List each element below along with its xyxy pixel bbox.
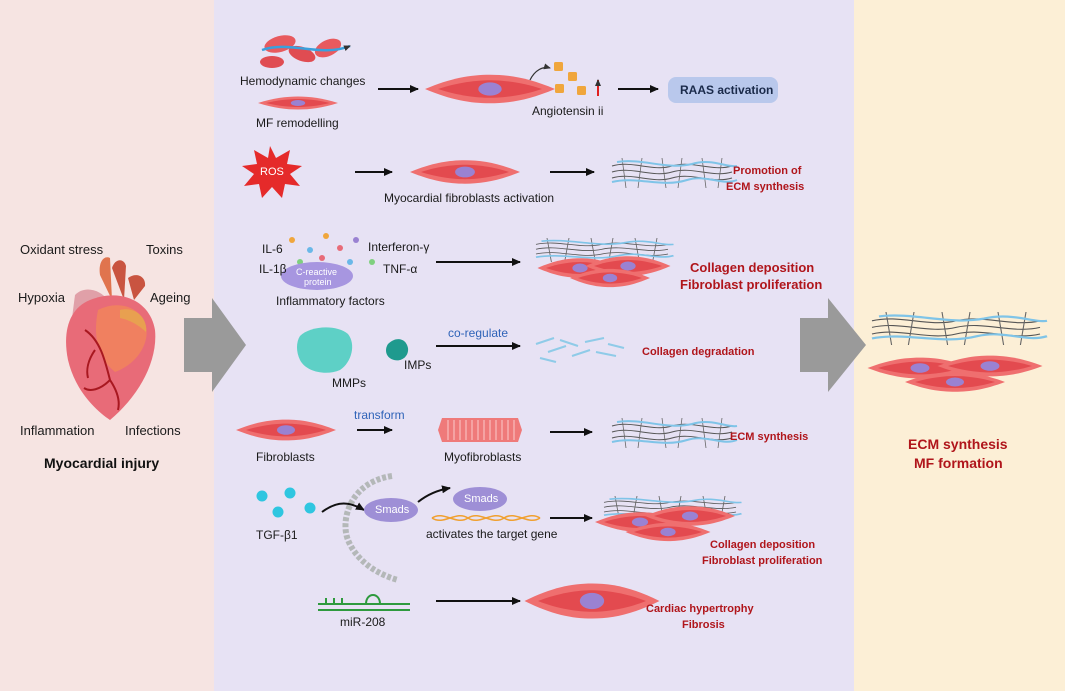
cytokine-dots-icon — [289, 233, 375, 265]
large-arrow-icon — [800, 298, 866, 392]
factor-label: Oxidant stress — [20, 242, 104, 257]
mir208-label: miR-208 — [340, 615, 386, 629]
arrow — [321, 502, 365, 513]
dna-helix-icon — [431, 515, 541, 521]
angiotensin-label: Angiotensin ii — [532, 104, 604, 118]
raas-activation-box — [668, 77, 778, 103]
factor-label: Infections — [125, 423, 181, 438]
il6-label: IL-6 — [262, 242, 283, 256]
fibroblast-proliferation-label-2: Fibroblast proliferation — [702, 555, 823, 567]
inflammatory-factors-label: Inflammatory factors — [276, 294, 385, 308]
angiotensin-molecules-icon — [529, 62, 601, 96]
target-gene-label: activates the target gene — [426, 527, 558, 541]
factor-label: Ageing — [150, 290, 191, 305]
crp-label-1: C-reactive — [296, 267, 338, 277]
ros-burst-icon — [242, 146, 302, 198]
collagen-degradation-label: Collagen degradation — [642, 346, 755, 358]
fibrosis-label: Fibrosis — [682, 619, 725, 631]
il1b-label: IL-1β — [259, 262, 287, 276]
arrow — [417, 485, 451, 503]
red-blood-cells-icon — [260, 35, 351, 68]
collagen-fragments-icon — [535, 337, 625, 363]
hemodynamic-label: Hemodynamic changes — [240, 74, 366, 88]
large-arrow-icon — [184, 298, 246, 392]
receptor-arc-icon — [342, 473, 399, 583]
heart-icon — [66, 257, 156, 420]
right-panel — [854, 0, 1065, 691]
ecm-promotion-label-2: ECM synthesis — [726, 181, 805, 193]
factor-label: Inflammation — [20, 423, 95, 438]
tgf-beta1-icon — [256, 487, 316, 518]
collagen-deposition-label-2: Collagen deposition — [710, 539, 816, 551]
ecm-synthesis-result: ECM synthesis — [908, 436, 1008, 452]
smads-label: Smads — [375, 504, 410, 516]
transform-label: transform — [354, 408, 405, 422]
fibroblasts-label: Fibroblasts — [256, 450, 315, 464]
mmps-label: MMPs — [332, 376, 366, 390]
myofibroblasts-label: Myofibroblasts — [444, 450, 522, 464]
smads-bubble — [453, 487, 507, 511]
factor-label: Hypoxia — [18, 290, 65, 305]
fibroblast-activation-label: Myocardial fibroblasts activation — [384, 191, 555, 205]
cardiac-hypertrophy-label: Cardiac hypertrophy — [646, 603, 754, 615]
interferon-label: Interferon-γ — [368, 240, 430, 254]
ecm-promotion-label-1: Promotion of — [733, 165, 802, 177]
raas-activation-label: RAAS activation — [680, 83, 774, 97]
fibroblast-proliferation-label: Fibroblast proliferation — [680, 277, 823, 292]
tgf-beta1-label: TGF-β1 — [256, 528, 298, 542]
smads-bubble — [364, 498, 418, 522]
imp-icon — [386, 339, 409, 361]
collagen-deposition-label: Collagen deposition — [690, 260, 815, 275]
factor-label: Toxins — [146, 242, 183, 257]
tnfa-label: TNF-α — [383, 262, 418, 276]
mf-remodelling-label: MF remodelling — [256, 116, 339, 130]
mirna-icon — [318, 594, 410, 611]
ecm-synthesis-label: ECM synthesis — [730, 431, 809, 443]
crp-label-2: protein — [304, 277, 332, 287]
imps-label: IMPs — [404, 358, 432, 372]
left-title: Myocardial injury — [44, 455, 160, 471]
myofibroblast-icon — [438, 418, 522, 442]
co-regulate-label: co-regulate — [448, 326, 509, 340]
ros-label: ROS — [260, 166, 284, 178]
mf-formation-result: MF formation — [914, 455, 1003, 471]
crp-bubble — [281, 262, 353, 290]
smads-label-2: Smads — [464, 493, 499, 505]
mmp-icon — [297, 327, 353, 373]
